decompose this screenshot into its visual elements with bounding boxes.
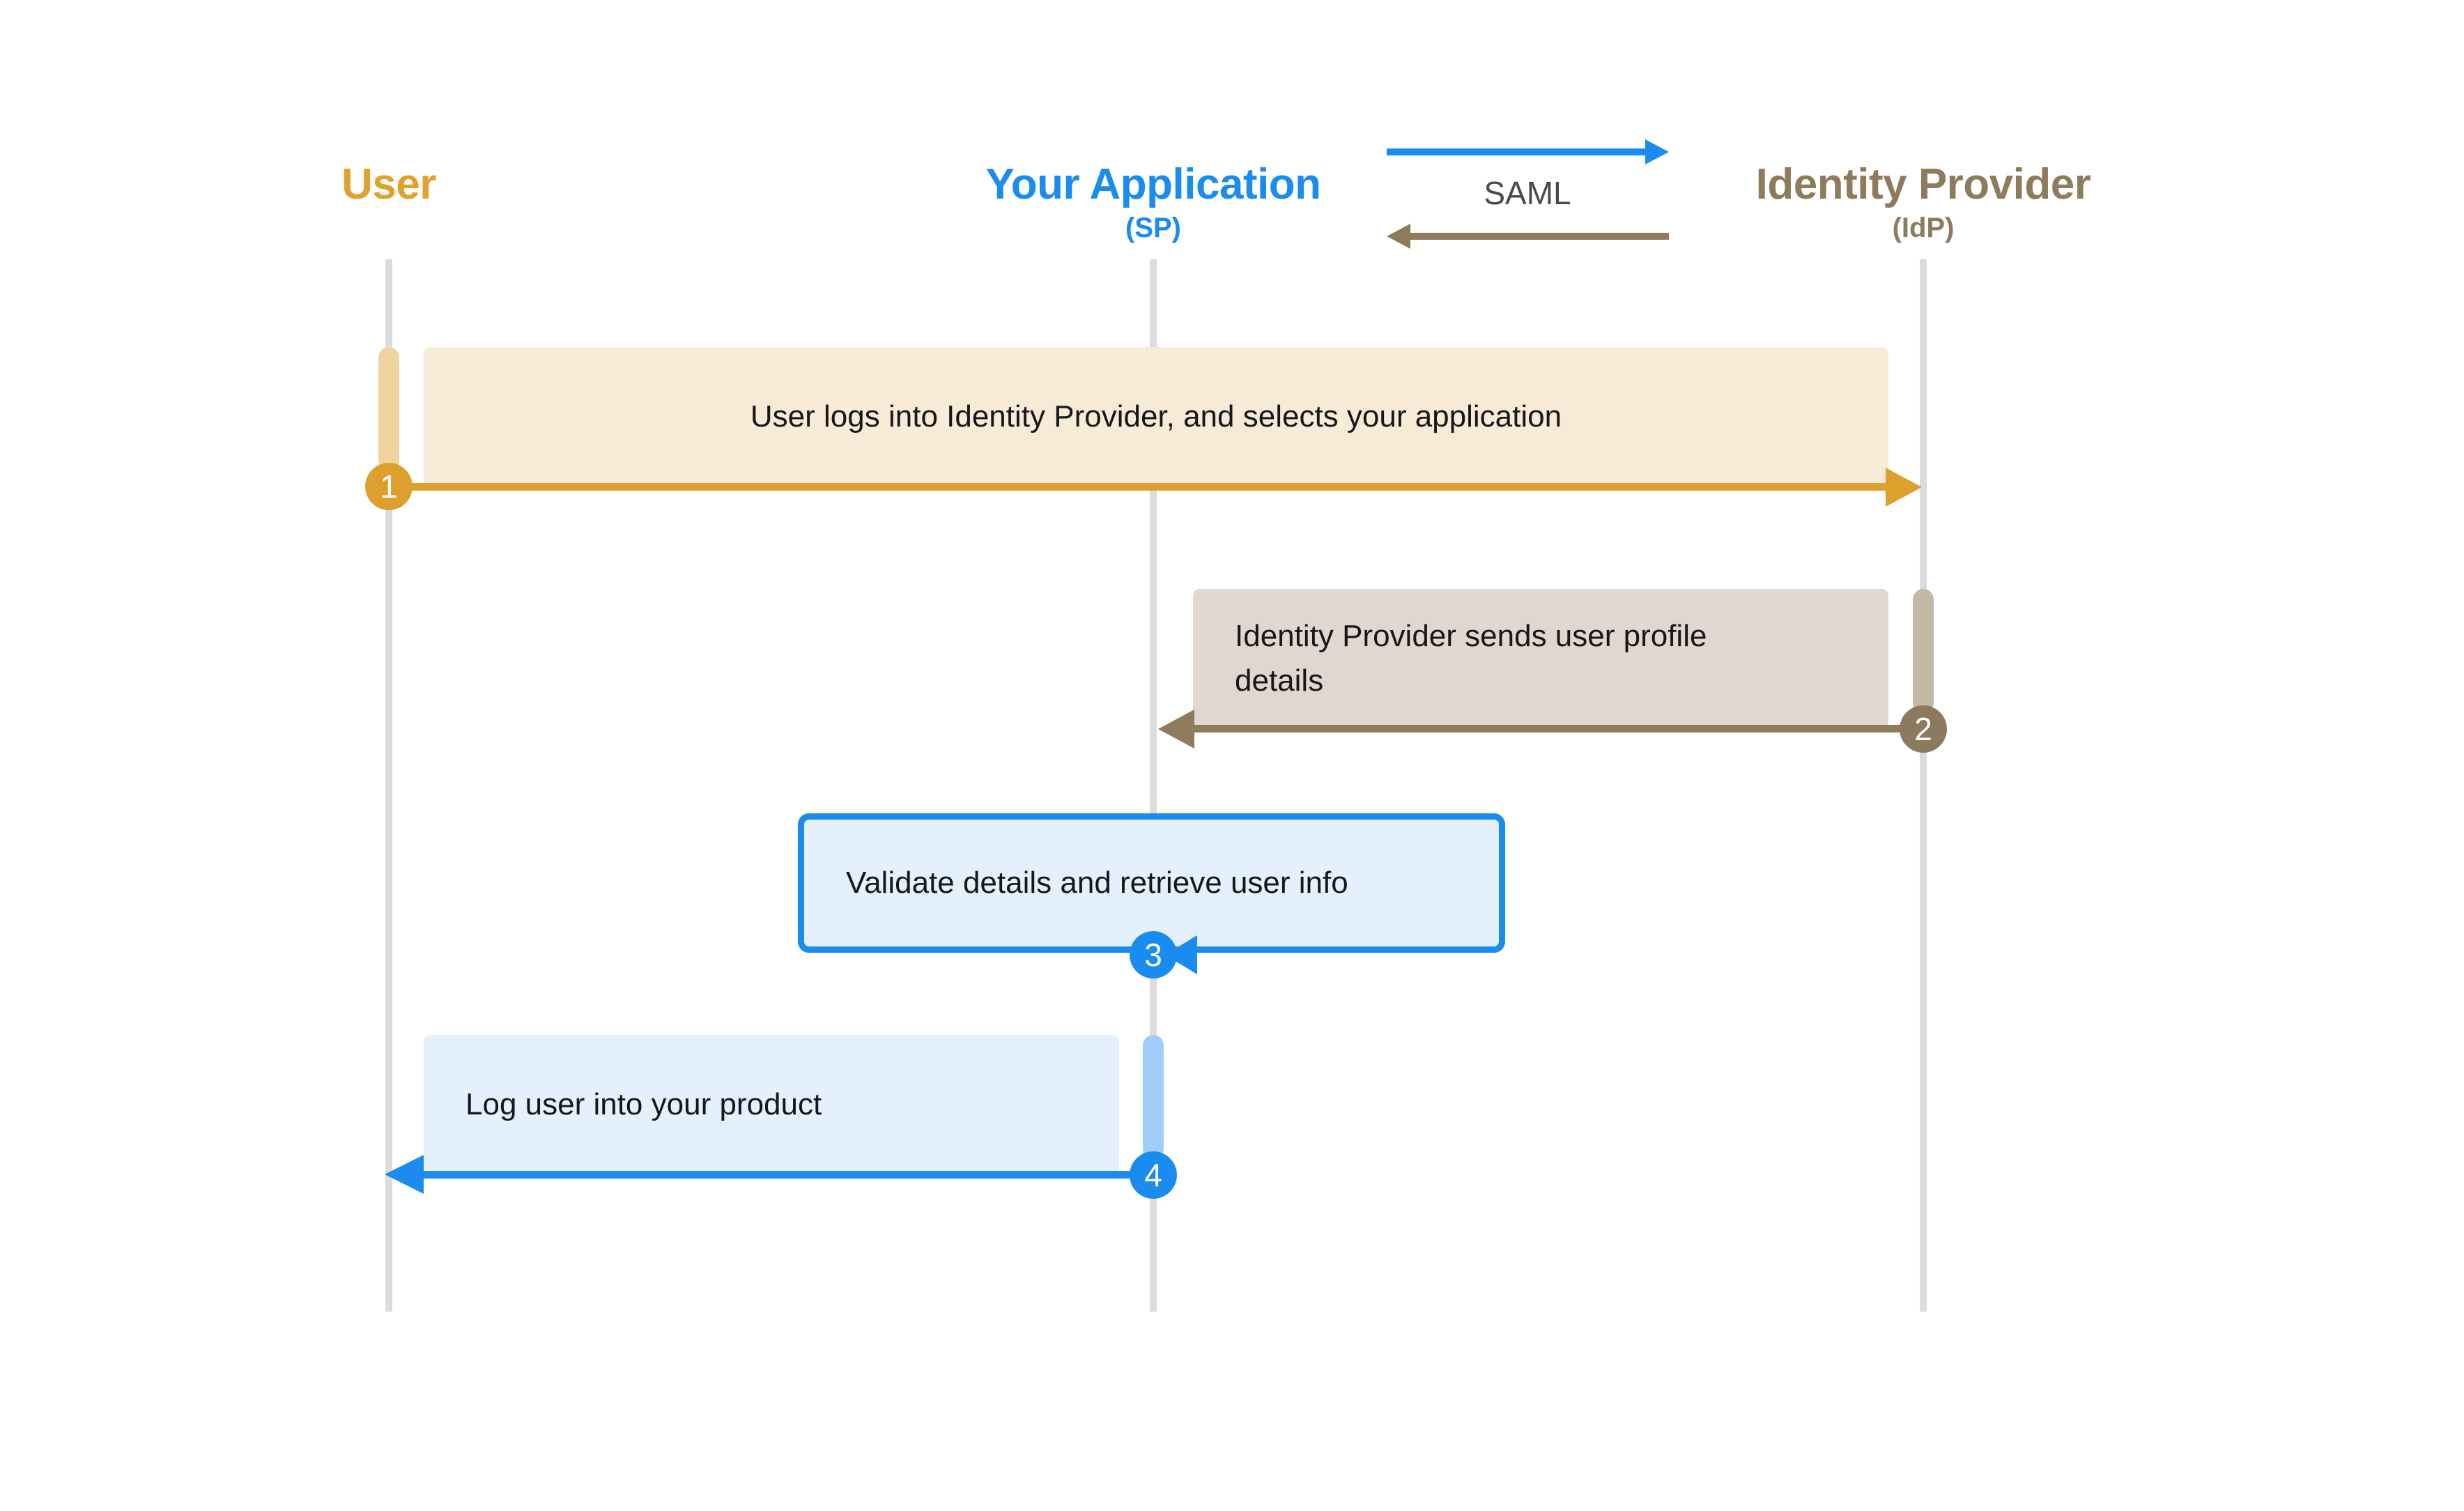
message-band-step-2: Identity Provider sends user profile det…	[1193, 589, 1888, 728]
arrow-head-step-1	[1886, 468, 1922, 507]
participant-identity-provider: Identity Provider (IdP)	[1756, 162, 2091, 243]
message-text-step-4: Log user into your product	[465, 1087, 822, 1122]
participant-identity-provider-subtitle: (IdP)	[1892, 213, 1955, 244]
lifeline-application	[1150, 259, 1157, 1312]
participant-user-title: User	[341, 160, 436, 208]
arrow-head-step-2	[1158, 710, 1194, 749]
participant-user: User	[341, 162, 436, 207]
saml-response-arrow-icon	[1387, 224, 1669, 249]
step-badge-3[interactable]: 3	[1130, 931, 1177, 979]
participant-your-application-subtitle: (SP)	[1125, 213, 1181, 244]
message-text-step-1: User logs into Identity Provider, and se…	[750, 399, 1562, 434]
activation-bar-application-step4	[1143, 1035, 1164, 1159]
step-badge-4[interactable]: 4	[1130, 1151, 1177, 1199]
lifeline-user	[385, 259, 392, 1312]
message-text-step-2: Identity Provider sends user profile det…	[1235, 619, 1707, 698]
arrow-head-step-4	[385, 1155, 424, 1194]
step-badge-1[interactable]: 1	[365, 463, 413, 510]
participant-identity-provider-title: Identity Provider	[1755, 160, 2091, 208]
message-line-step-1	[389, 483, 1887, 491]
activation-bar-idp-step2	[1913, 589, 1934, 713]
lifeline-identity-provider	[1920, 259, 1927, 1312]
message-text-step-3: Validate details and retrieve user info	[846, 866, 1348, 900]
message-band-step-1: User logs into Identity Provider, and se…	[424, 347, 1888, 486]
saml-request-arrow-icon	[1387, 139, 1669, 164]
participant-your-application: Your Application (SP)	[985, 160, 1321, 244]
saml-protocol-label: SAML	[1484, 175, 1571, 211]
step-badge-2[interactable]: 2	[1900, 705, 1947, 753]
message-line-step-2	[1193, 725, 1923, 733]
activation-bar-user-step1	[378, 347, 399, 471]
message-band-step-4: Log user into your product	[424, 1035, 1119, 1174]
participant-your-application-title: Your Application	[985, 160, 1321, 208]
message-line-step-4	[424, 1171, 1153, 1179]
